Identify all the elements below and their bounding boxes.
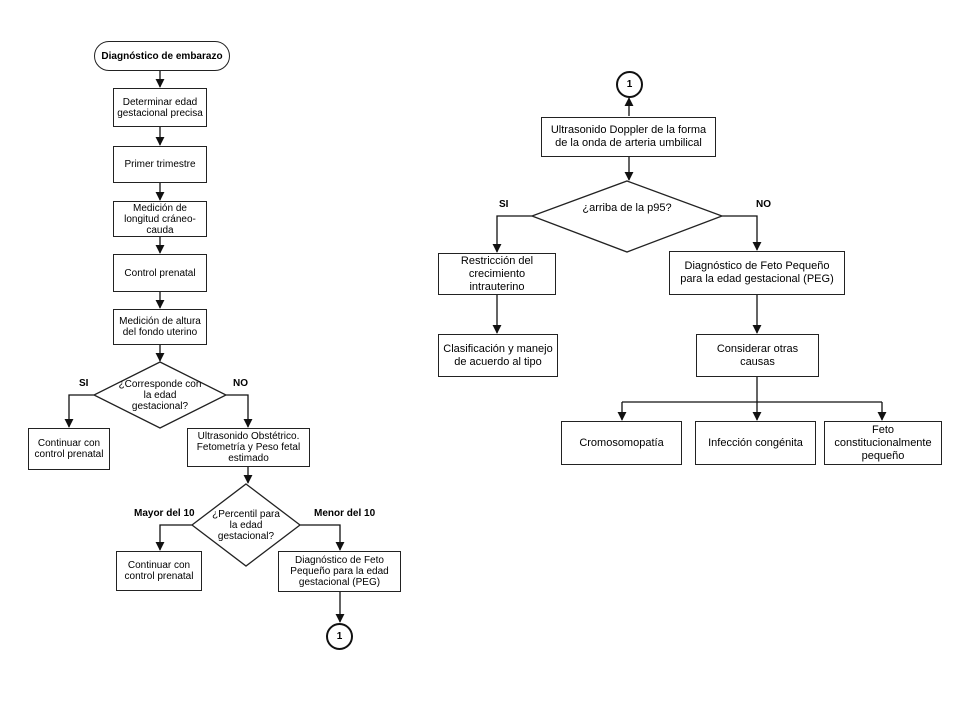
decision-p95-no-label: NO (756, 199, 771, 210)
decision2-right-label: Menor del 10 (314, 508, 376, 519)
start-label: Diagnóstico de embarazo (101, 50, 223, 62)
cause-cromosomopatia: Cromosomopatía (561, 421, 682, 465)
decision-p95-yes-label: SI (499, 199, 509, 210)
outcome-clasificacion-manejo: Clasificación y manejo de acuerdo al tip… (438, 334, 558, 377)
cause-feto-constitucional: Feto constitucionalmente pequeño (824, 421, 942, 465)
arrow-decision-yes (492, 215, 532, 253)
step-peg-right: Diagnóstico de Feto Pequeño para la edad… (669, 251, 845, 295)
arrow-decision2-left (155, 524, 192, 551)
decision2-text: ¿Percentil para la edad gestacional? (212, 508, 280, 542)
decision-right-diamond (530, 180, 724, 253)
step-determinar-edad: Determinar edad gestacional precisa (113, 88, 207, 127)
decision1-yes-label: SI (79, 378, 89, 389)
outcome-peg-left: Diagnóstico de Feto Pequeño para la edad… (278, 551, 401, 592)
decision1-diamond (92, 361, 228, 429)
arrow-decision-no (722, 215, 762, 251)
cause-infeccion-congenita: Infección congénita (695, 421, 816, 465)
decision2-diamond (190, 483, 302, 567)
step-restriccion-crecimiento: Restricción del crecimiento intrauterino (438, 253, 556, 295)
start-terminal: Diagnóstico de embarazo (94, 41, 230, 71)
arrow-decision1-no (226, 394, 253, 428)
step-altura-fondo: Medición de altura del fondo uterino (113, 309, 207, 345)
connector-1-right: 1 (616, 71, 643, 98)
outcome-continuar-control-1: Continuar con control prenatal (28, 428, 110, 470)
step-ultrasonido-obstetrico: Ultrasonido Obstétrico. Fetometría y Pes… (187, 428, 310, 467)
step-considerar-causas: Considerar otras causas (696, 334, 819, 377)
step-primer-trimestre: Primer trimestre (113, 146, 207, 183)
arrow-decision1-yes (64, 394, 94, 428)
step-control-prenatal: Control prenatal (113, 254, 207, 292)
step-doppler-umbilical: Ultrasonido Doppler de la forma de la on… (541, 117, 716, 157)
decision1-no-label: NO (233, 378, 248, 389)
arrow-decision2-right (300, 524, 345, 551)
step-longitud-craneo: Medición de longitud cráneo-cauda (113, 201, 207, 237)
outcome-continuar-control-2: Continuar con control prenatal (116, 551, 202, 591)
decision-p95-text: ¿arriba de la p95? (582, 201, 672, 214)
decision1-text: ¿Corresponde con la edad gestacional? (118, 378, 202, 412)
decision2-left-label: Mayor del 10 (134, 508, 195, 519)
connector-1-left: 1 (326, 623, 353, 650)
